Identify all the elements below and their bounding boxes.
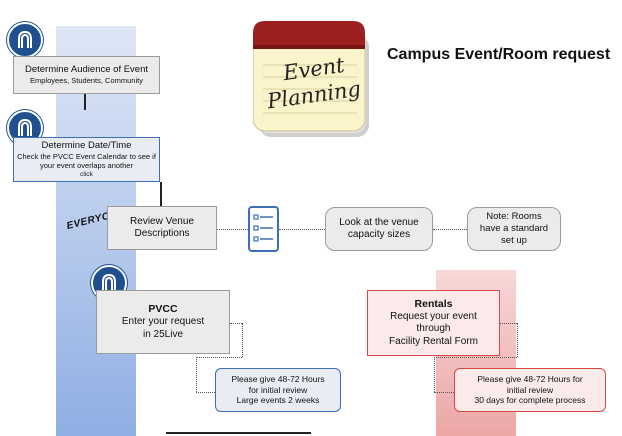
- connector-bottom: [166, 432, 311, 434]
- connector-rentals-down: [517, 323, 518, 357]
- note-line2: have a standard: [479, 223, 549, 235]
- step-venue-capacity: Look at the venue capacity sizes: [325, 207, 433, 251]
- connector-pvcc-note: [196, 392, 215, 393]
- audience-sub: Employees, Students, Community: [30, 76, 143, 86]
- rentals-title: Rentals: [414, 297, 453, 310]
- connector-pvcc-down: [242, 323, 243, 357]
- step-review-venue: Review Venue Descriptions: [107, 206, 217, 250]
- pvcc-line1: Enter your request: [121, 316, 205, 328]
- connector-rentals-down2: [434, 357, 435, 392]
- step-pvcc-request: PVCC Enter your request in 25Live: [96, 290, 230, 354]
- audience-title: Determine Audience of Event: [24, 64, 149, 76]
- connector-rentals-across: [434, 357, 517, 358]
- review-line2: Descriptions: [134, 228, 190, 239]
- rentals-note-line3: 30 days for complete process: [474, 395, 586, 406]
- connector-capacity-note: [433, 229, 467, 230]
- step-note-rooms: Note: Rooms have a standard set up: [467, 207, 561, 251]
- note-line1: Note: Rooms: [486, 211, 542, 223]
- checklist-icon: [248, 206, 279, 252]
- notepad-icon: Event Planning: [252, 21, 371, 139]
- connector-pvcc-down2: [196, 357, 197, 392]
- page-title: Campus Event/Room request: [387, 46, 611, 63]
- rentals-line2: through: [416, 323, 451, 335]
- pvcc-note-line2: for initial review: [248, 384, 308, 395]
- pvcc-title: PVCC: [148, 302, 178, 315]
- rentals-note-line1: Please give 48-72 Hours for: [477, 374, 583, 385]
- pvcc-line2: in 25Live: [142, 328, 184, 340]
- connector-pvcc-right: [230, 323, 242, 324]
- rentals-note-line2: initial review: [506, 384, 554, 395]
- connector-review-checklist: [217, 229, 248, 230]
- rentals-line3[interactable]: Facility Rental Form: [389, 335, 478, 347]
- date-sub-click[interactable]: click: [80, 170, 93, 178]
- connector-date-review: [160, 182, 162, 206]
- review-line1: Review Venue: [130, 215, 194, 227]
- college-logo-icon: [7, 22, 43, 58]
- connector-checklist-capacity: [279, 229, 325, 230]
- step-determine-date: Determine Date/Time Check the PVCC Event…: [13, 137, 160, 182]
- date-sub: Check the PVCC Event Calendar to see if …: [17, 152, 156, 171]
- rentals-review-note: Please give 48-72 Hours for initial revi…: [454, 368, 606, 412]
- date-title: Determine Date/Time: [41, 140, 132, 152]
- connector-audience-date: [84, 94, 86, 110]
- pvcc-note-line3: Large events 2 weeks: [236, 395, 320, 406]
- pvcc-note-line1: Please give 48-72 Hours: [231, 374, 325, 385]
- pvcc-review-note: Please give 48-72 Hours for initial revi…: [215, 368, 341, 412]
- capacity-line1: Look at the venue: [339, 216, 419, 228]
- note-line3: set up: [501, 234, 527, 246]
- step-rentals-request: Rentals Request your event through Facil…: [367, 290, 500, 356]
- rentals-line1: Request your event: [390, 310, 477, 322]
- connector-pvcc-across: [196, 357, 242, 358]
- capacity-line2: capacity sizes: [347, 229, 411, 240]
- connector-rentals-right: [500, 323, 517, 324]
- step-determine-audience: Determine Audience of Event Employees, S…: [13, 56, 160, 94]
- connector-rentals-note: [434, 392, 454, 393]
